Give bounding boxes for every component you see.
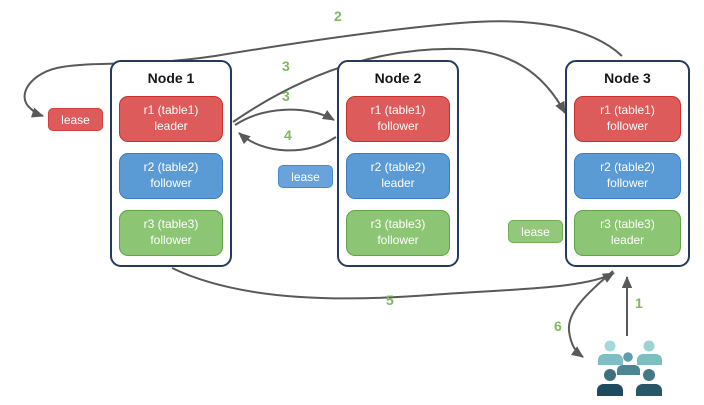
lease-tag-r2: lease: [278, 165, 333, 188]
node-3-replica-r2: r2 (table2) follower: [574, 153, 681, 199]
node-2-title: Node 2: [374, 70, 422, 86]
node-2-replica-r3: r3 (table3) follower: [346, 210, 450, 256]
replica-role: leader: [154, 119, 188, 133]
node-3: Node 3 r1 (table1) follower r2 (table2) …: [565, 60, 690, 267]
step-label-5: 5: [386, 292, 394, 308]
lease-tag-r1: lease: [48, 108, 103, 131]
step-label-4: 4: [284, 127, 292, 143]
node-3-replica-r1: r1 (table1) follower: [574, 96, 681, 142]
arrow-step3-to-node3: [232, 47, 566, 123]
arrow-step5: [171, 267, 615, 300]
replica-role: follower: [606, 119, 649, 133]
person-bottom-right: [636, 369, 662, 396]
lease-tag-r3: lease: [508, 220, 563, 243]
replica-label: r1 (table1): [143, 103, 199, 118]
replica-label: r3 (table3): [600, 217, 655, 232]
node-3-title: Node 3: [604, 70, 651, 86]
person-top-left: [598, 340, 623, 365]
node-2-replica-r2: r2 (table2) leader: [346, 153, 450, 199]
replica-role: follower: [150, 233, 192, 247]
replica-label: r1 (table1): [600, 103, 655, 118]
person-middle: [617, 352, 640, 375]
step-label-3b: 3: [282, 88, 290, 104]
lease-label: lease: [521, 224, 550, 239]
arrow-step6: [567, 270, 614, 358]
replica-label: r1 (table1): [370, 103, 426, 118]
step-label-2: 2: [334, 8, 342, 24]
replica-label: r3 (table3): [370, 217, 426, 232]
node-1-replica-r2: r2 (table2) follower: [119, 153, 223, 199]
arrow-step4: [238, 132, 337, 152]
lease-label: lease: [291, 169, 320, 184]
step-label-6: 6: [554, 318, 562, 334]
node-2-replica-r1: r1 (table1) follower: [346, 96, 450, 142]
replica-label: r2 (table2): [600, 160, 655, 175]
arrow-step3-to-node2: [234, 108, 335, 126]
replica-label: r3 (table3): [143, 217, 199, 232]
replica-label: r2 (table2): [370, 160, 426, 175]
person-bottom-left: [597, 369, 623, 396]
person-top-right: [637, 340, 662, 365]
replica-role: follower: [377, 233, 419, 247]
node-1-replica-r3: r3 (table3) follower: [119, 210, 223, 256]
arrow-step2: [23, 20, 623, 118]
replica-role: leader: [381, 176, 415, 190]
replica-role: follower: [150, 176, 192, 190]
node-2: Node 2 r1 (table1) follower r2 (table2) …: [337, 60, 459, 267]
lease-label: lease: [61, 112, 90, 127]
step-label-1: 1: [635, 295, 643, 311]
node-1-replica-r1: r1 (table1) leader: [119, 96, 223, 142]
node-1: Node 1 r1 (table1) leader r2 (table2) fo…: [110, 60, 232, 267]
node-3-replica-r3: r3 (table3) leader: [574, 210, 681, 256]
replica-label: r2 (table2): [143, 160, 199, 175]
step-label-3a: 3: [282, 58, 290, 74]
users-group-icon: [597, 340, 662, 396]
replica-role: leader: [610, 233, 645, 247]
replica-role: follower: [377, 119, 419, 133]
replica-role: follower: [606, 176, 649, 190]
node-1-title: Node 1: [147, 70, 195, 86]
